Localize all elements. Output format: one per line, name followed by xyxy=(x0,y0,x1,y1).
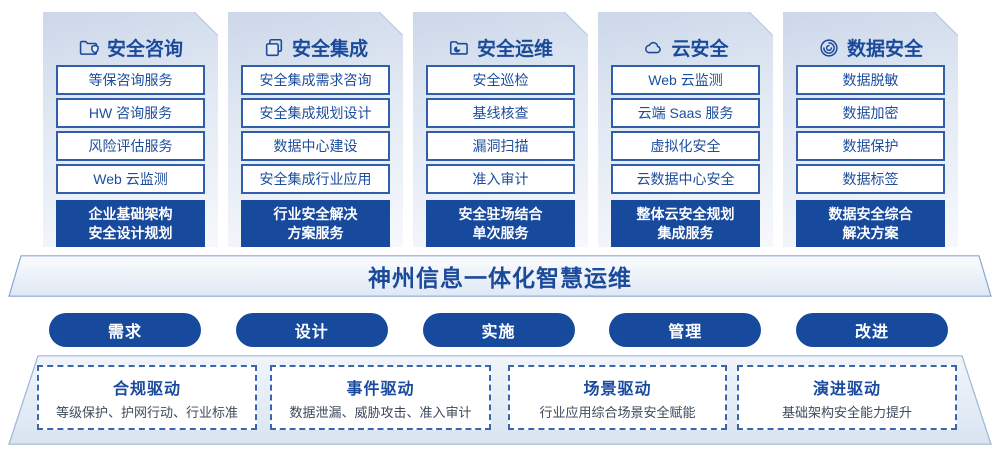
summary-box: 安全驻场结合单次服务 xyxy=(426,200,575,247)
column-title: 安全咨询 xyxy=(106,39,183,60)
banner-title: 神州信息一体化智慧运维 xyxy=(368,265,632,291)
summary-box: 整体云安全规划集成服务 xyxy=(611,200,760,247)
process-step-5: 改进 xyxy=(796,313,948,347)
service-item: 漏洞扫描 xyxy=(426,131,575,161)
service-item: HW 咨询服务 xyxy=(56,98,205,128)
service-column-2: 安全集成安全集成需求咨询安全集成规划设计数据中心建设安全集成行业应用行业安全解决… xyxy=(228,12,403,247)
service-item: 风险评估服务 xyxy=(56,131,205,161)
fold-corner xyxy=(748,12,773,36)
service-item: 安全巡检 xyxy=(426,65,575,95)
column-header: 安全运维 xyxy=(413,34,588,61)
fingerprint-icon xyxy=(818,37,840,59)
driver-desc: 基础架构安全能力提升 xyxy=(781,404,912,420)
summary-line: 集成服务 xyxy=(657,224,714,241)
driver-box-2: 事件驱动数据泄漏、威胁攻击、准入审计 xyxy=(270,365,491,430)
service-list: 安全集成需求咨询安全集成规划设计数据中心建设安全集成行业应用 xyxy=(241,65,390,194)
service-column-4: 云安全 Web 云监测云端 Saas 服务虚拟化安全云数据中心安全整体云安全规划集… xyxy=(598,12,773,247)
service-item: 安全集成规划设计 xyxy=(241,98,390,128)
stacked-documents-icon xyxy=(263,37,285,59)
driver-title: 场景驱动 xyxy=(583,380,652,398)
service-item: 准入审计 xyxy=(426,164,575,194)
process-step-2: 设计 xyxy=(235,313,388,347)
fold-corner xyxy=(563,12,588,36)
summary-line: 安全驻场结合 xyxy=(458,205,543,222)
service-item: 等保咨询服务 xyxy=(56,65,205,95)
service-item: 云数据中心安全 xyxy=(611,164,760,194)
summary-line: 行业安全解决 xyxy=(273,205,358,222)
summary-line: 安全设计规划 xyxy=(88,224,173,241)
driver-desc: 等级保护、护网行动、行业标准 xyxy=(55,404,238,420)
service-item: 安全集成需求咨询 xyxy=(241,65,390,95)
driver-box-1: 合规驱动等级保护、护网行动、行业标准 xyxy=(37,365,257,430)
banner-trapezoid-shape xyxy=(8,255,992,297)
service-item: 基线核查 xyxy=(426,98,575,128)
driver-box-3: 场景驱动行业应用综合场景安全赋能 xyxy=(508,365,727,430)
summary-box: 行业安全解决方案服务 xyxy=(241,200,390,247)
driver-title: 事件驱动 xyxy=(346,380,415,398)
fold-corner xyxy=(933,12,958,36)
column-title: 安全集成 xyxy=(291,39,368,60)
process-step-3: 实施 xyxy=(422,313,575,347)
summary-line: 企业基础架构 xyxy=(88,205,173,222)
driver-desc: 数据泄漏、威胁攻击、准入审计 xyxy=(289,404,472,420)
driver-title: 演进驱动 xyxy=(812,380,881,398)
fold-corner xyxy=(193,12,218,36)
service-item: 虚拟化安全 xyxy=(611,131,760,161)
column-title: 安全运维 xyxy=(476,39,553,60)
service-column-5: 数据安全数据脱敏数据加密数据保护数据标签数据安全综合解决方案 xyxy=(783,12,958,247)
summary-box: 数据安全综合解决方案 xyxy=(796,200,945,247)
summary-line: 解决方案 xyxy=(842,224,899,241)
summary-line: 整体云安全规划 xyxy=(636,205,735,222)
service-item: 数据中心建设 xyxy=(241,131,390,161)
column-header: 安全咨询 xyxy=(43,34,218,61)
process-step-4: 管理 xyxy=(609,313,762,347)
fold-corner xyxy=(378,12,403,36)
cloud-icon xyxy=(642,37,664,59)
column-header: 数据安全 xyxy=(783,34,958,61)
column-title: 云安全 xyxy=(671,39,729,60)
summary-box: 企业基础架构安全设计规划 xyxy=(56,200,205,247)
service-column-3: 安全运维安全巡检基线核查漏洞扫描准入审计安全驻场结合单次服务 xyxy=(413,12,588,247)
service-list: Web 云监测云端 Saas 服务虚拟化安全云数据中心安全 xyxy=(611,65,760,194)
platform-banner: 神州信息一体化智慧运维 xyxy=(8,255,992,297)
summary-line: 数据安全综合 xyxy=(828,205,913,222)
summary-line: 单次服务 xyxy=(472,224,529,241)
column-header: 安全集成 xyxy=(228,34,403,61)
column-header: 云安全 xyxy=(598,34,773,61)
driver-title: 合规驱动 xyxy=(112,380,181,398)
folder-pie-icon xyxy=(448,37,470,59)
summary-line: 方案服务 xyxy=(287,224,344,241)
process-pills: 需求设计实施管理改进 xyxy=(49,313,948,347)
column-title: 数据安全 xyxy=(846,39,923,60)
service-item: 云端 Saas 服务 xyxy=(611,98,760,128)
service-item: 数据脱敏 xyxy=(796,65,945,95)
folder-shield-icon xyxy=(78,37,100,59)
service-item: Web 云监测 xyxy=(611,65,760,95)
service-item: Web 云监测 xyxy=(56,164,205,194)
service-item: 安全集成行业应用 xyxy=(241,164,390,194)
driver-desc: 行业应用综合场景安全赋能 xyxy=(539,404,696,420)
process-step-1: 需求 xyxy=(49,313,201,347)
driver-box-4: 演进驱动基础架构安全能力提升 xyxy=(737,365,957,430)
service-item: 数据保护 xyxy=(796,131,945,161)
service-item: 数据加密 xyxy=(796,98,945,128)
service-item: 数据标签 xyxy=(796,164,945,194)
service-list: 安全巡检基线核查漏洞扫描准入审计 xyxy=(426,65,575,194)
service-list: 数据脱敏数据加密数据保护数据标签 xyxy=(796,65,945,194)
